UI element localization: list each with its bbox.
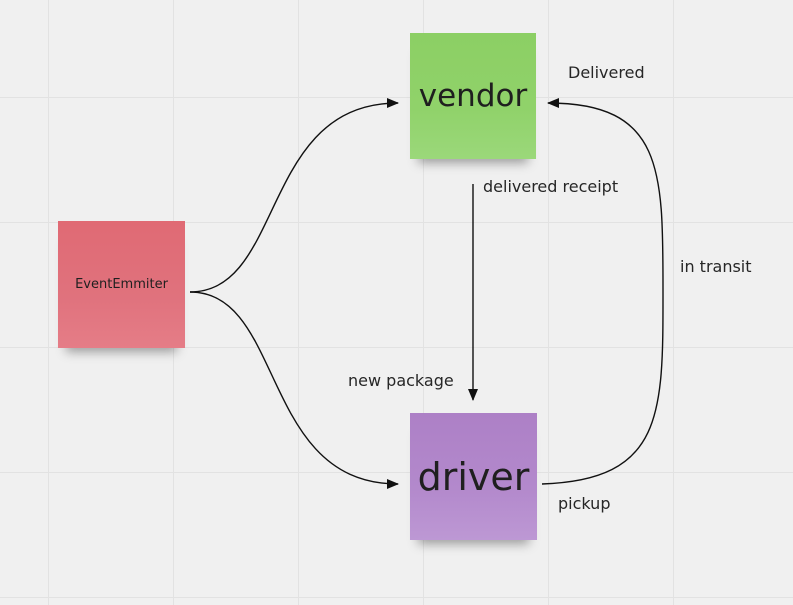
edge-label-new-package: new package	[348, 371, 454, 390]
connector-emitter-to-driver[interactable]	[189, 291, 399, 489]
driver-label: driver	[417, 454, 530, 499]
vendor-note[interactable]: vendor	[410, 33, 536, 159]
connector-emitter-to-vendor[interactable]	[189, 98, 399, 293]
edge-label-delivered: Delivered	[568, 63, 645, 82]
vendor-label: vendor	[418, 78, 528, 114]
event-emitter-label: EventEmmiter	[75, 277, 168, 292]
connector-driver-to-vendor[interactable]	[541, 98, 664, 485]
driver-note[interactable]: driver	[410, 413, 537, 540]
event-emitter-note[interactable]: EventEmmiter	[58, 221, 185, 348]
edge-label-in-transit: in transit	[680, 257, 752, 276]
edge-label-pickup: pickup	[558, 494, 611, 513]
edge-label-delivered-receipt: delivered receipt	[483, 177, 619, 196]
